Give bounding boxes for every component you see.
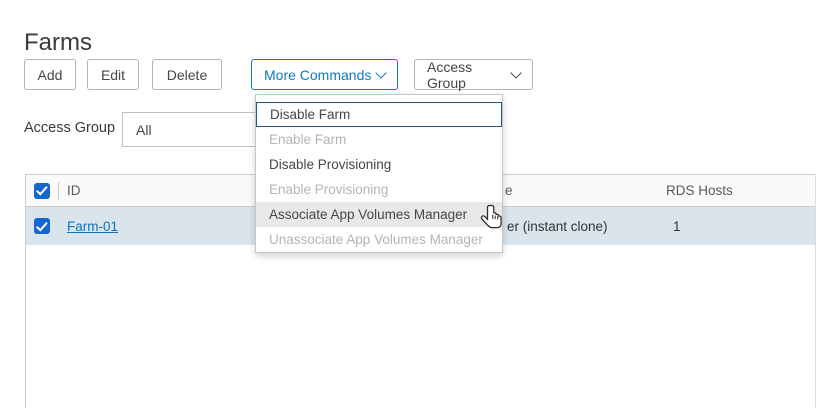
access-group-filter-value: All — [136, 121, 152, 138]
column-header-rds-hosts[interactable]: RDS Hosts — [666, 183, 733, 198]
header-divider — [58, 181, 59, 200]
access-group-filter-label: Access Group — [24, 120, 116, 136]
row-checkbox[interactable] — [34, 218, 50, 234]
menu-item-associate-app-volumes-manager[interactable]: Associate App Volumes Manager — [256, 202, 502, 227]
menu-item-unassociate-app-volumes-manager: Unassociate App Volumes Manager — [269, 232, 483, 247]
page-title: Farms — [24, 29, 92, 57]
more-commands-menu: Disable Farm Enable Farm Disable Provisi… — [255, 94, 503, 253]
select-all-checkbox[interactable] — [34, 182, 50, 199]
column-header-type-partial[interactable]: e — [505, 183, 513, 198]
add-button[interactable]: Add — [24, 59, 76, 90]
farm-id-link[interactable]: Farm-01 — [67, 218, 119, 234]
edit-button[interactable]: Edit — [87, 59, 139, 90]
row-checkbox-cell — [26, 218, 58, 234]
header-checkbox-cell — [26, 182, 58, 199]
menu-item-enable-farm: Enable Farm — [269, 132, 347, 147]
chevron-down-icon — [510, 66, 522, 79]
menu-item-disable-farm[interactable]: Disable Farm — [256, 102, 502, 127]
delete-button[interactable]: Delete — [152, 59, 222, 90]
farm-type-cell: er (instant clone) — [507, 218, 608, 234]
access-group-label: Access Group — [427, 58, 473, 91]
more-commands-label: More Commands — [264, 66, 372, 83]
menu-item-enable-provisioning: Enable Provisioning — [269, 182, 389, 197]
farm-rds-hosts-cell: 1 — [673, 218, 681, 234]
chevron-down-icon — [375, 66, 387, 79]
column-header-id[interactable]: ID — [67, 183, 81, 198]
menu-item-disable-provisioning[interactable]: Disable Provisioning — [269, 157, 392, 172]
more-commands-button[interactable]: More Commands — [251, 59, 398, 90]
access-group-button[interactable]: Access Group — [414, 58, 533, 91]
farm-id-cell: Farm-01 — [59, 219, 478, 234]
